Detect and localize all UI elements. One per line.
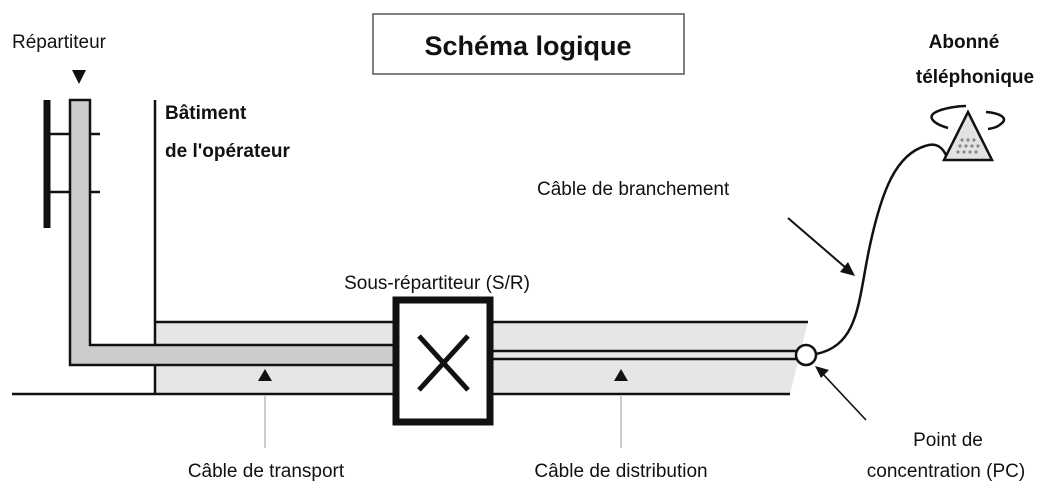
phone-icon bbox=[941, 109, 995, 162]
cable-branchement-label: Câble de branchement bbox=[537, 179, 730, 200]
sous-repartiteur-cross-b bbox=[417, 334, 470, 392]
sous-repartiteur-label: Sous-répartiteur (S/R) bbox=[344, 273, 530, 294]
diagram-title: Schéma logique bbox=[424, 31, 631, 61]
abonne-label-line1: Abonné bbox=[929, 32, 1000, 53]
pc-label-line2: concentration (PC) bbox=[867, 461, 1025, 482]
cable-transport-label: Câble de transport bbox=[188, 461, 345, 482]
abonne-label-line2: téléphonique bbox=[916, 67, 1034, 88]
building-label-line2: de l'opérateur bbox=[165, 141, 290, 162]
branchement-cable bbox=[815, 143, 948, 356]
pc-circle bbox=[794, 343, 818, 367]
repartiteur-arrow bbox=[72, 70, 86, 84]
pc-arrowhead bbox=[815, 366, 829, 378]
building-label-line1: Bâtiment bbox=[165, 103, 247, 124]
cable-branchement-arrow-shaft bbox=[787, 217, 847, 269]
cable-transport-arrowhead bbox=[258, 369, 272, 381]
repartiteur-label: Répartiteur bbox=[12, 32, 107, 53]
phone-keypad bbox=[956, 138, 980, 154]
cable-branchement-arrowhead bbox=[840, 262, 855, 276]
pc-arrow-shaft bbox=[821, 372, 867, 421]
title-box bbox=[372, 13, 685, 75]
phone-ring-front bbox=[985, 110, 1006, 131]
pc-label-line1: Point de bbox=[913, 430, 983, 451]
cable-distribution-label: Câble de distribution bbox=[534, 461, 707, 482]
cable-distribution-arrowhead bbox=[614, 369, 628, 381]
phone-ring-back bbox=[930, 104, 967, 130]
